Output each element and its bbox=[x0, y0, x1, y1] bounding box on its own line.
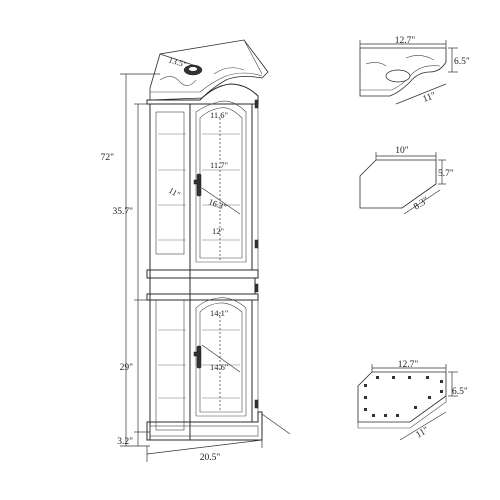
top-view-depth: 11" bbox=[422, 91, 438, 105]
cabinet-dimension-lines bbox=[120, 53, 291, 462]
dim-base-height: 3.2" bbox=[117, 437, 133, 447]
base-view-height: 6.5" bbox=[452, 387, 468, 397]
dim-upper-shelf-2: 11.7" bbox=[210, 160, 228, 170]
shelf-view-drawing bbox=[359, 152, 446, 215]
base-view-width: 12.7" bbox=[398, 360, 419, 370]
dim-width: 20.5" bbox=[200, 453, 221, 463]
dim-lower-height: 29" bbox=[120, 363, 134, 373]
shelf-view-width: 10" bbox=[395, 146, 409, 156]
dim-upper-shelf-4: 12" bbox=[212, 226, 224, 236]
top-view-drawing bbox=[359, 40, 458, 105]
base-view-depth: 11" bbox=[415, 425, 431, 440]
top-view-width: 12.7" bbox=[395, 36, 416, 46]
cabinet-crown bbox=[149, 39, 269, 101]
top-view-height: 6.5" bbox=[454, 57, 470, 67]
dim-upper-shelf-3: 16.3" bbox=[207, 196, 228, 212]
dim-side-depth: 11" bbox=[167, 185, 182, 199]
base-view-drawing bbox=[357, 364, 458, 441]
dim-lower-shelf-2: 14.6" bbox=[210, 362, 228, 372]
upper-door-handle bbox=[196, 173, 202, 197]
cabinet-drawing bbox=[146, 39, 269, 441]
dim-upper-shelf-1: 11.6" bbox=[210, 110, 228, 120]
shelf-view-height: 5.7" bbox=[438, 169, 454, 179]
dim-total-height: 72" bbox=[101, 153, 115, 163]
dim-upper-height: 35.7" bbox=[112, 207, 133, 217]
dim-lower-shelf-1: 14.1" bbox=[210, 308, 228, 318]
lower-door-handle bbox=[196, 345, 202, 369]
